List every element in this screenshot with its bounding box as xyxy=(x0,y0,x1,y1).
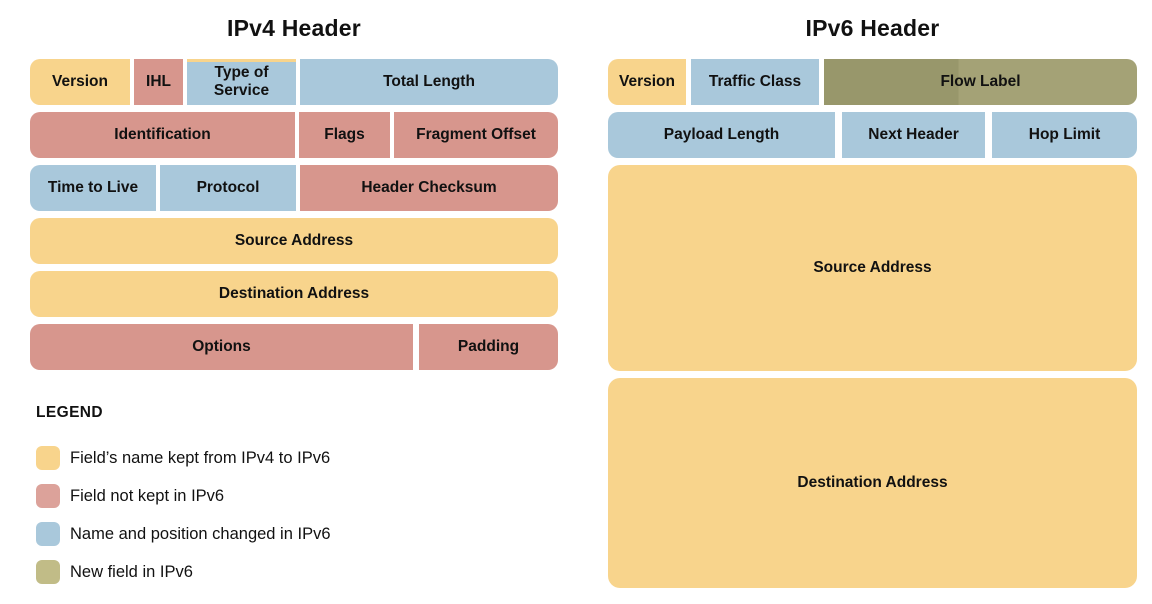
ipv4-field-total-length-label: Total Length xyxy=(383,73,475,91)
legend-label-not-kept: Field not kept in IPv6 xyxy=(70,486,225,505)
ipv6-field-destination-address: Destination Address xyxy=(608,378,1137,588)
ipv4-field-time-to-live: Time to Live xyxy=(30,165,156,211)
ipv4-field-fragment-offset-label: Fragment Offset xyxy=(416,126,536,144)
ipv6-field-destination-address-label: Destination Address xyxy=(797,474,948,492)
ipv6-field-flow-label: Flow Label xyxy=(824,59,1137,105)
legend-label-new-field: New field in IPv6 xyxy=(70,562,193,581)
ipv4-field-options: Options xyxy=(30,324,413,370)
ipv4-field-version: Version xyxy=(30,59,130,105)
legend-title: LEGEND xyxy=(36,404,103,421)
legend-swatch-new-field-icon xyxy=(36,560,60,584)
ipv6-field-flow-label-label: Flow Label xyxy=(940,73,1021,91)
legend-item-new-field: New field in IPv6 xyxy=(36,560,331,584)
legend-swatch-not-kept-icon xyxy=(36,484,60,508)
ipv4-field-ihl-label: IHL xyxy=(146,73,171,91)
legend-label-changed: Name and position changed in IPv6 xyxy=(70,524,331,543)
ipv4-field-flags: Flags xyxy=(299,112,390,158)
ipv4-field-time-to-live-label: Time to Live xyxy=(47,179,139,197)
ipv6-field-hop-limit-label: Hop Limit xyxy=(1028,126,1101,144)
ipv6-field-payload-length-label: Payload Length xyxy=(663,126,780,144)
type-of-service-underlay xyxy=(187,62,296,105)
ipv6-field-next-header-label: Next Header xyxy=(868,126,959,144)
ipv6-row-3: Source Address xyxy=(608,165,1137,371)
ipv6-row-2: Payload Length Next Header Hop Limit xyxy=(608,112,1137,158)
legend-label-kept: Field’s name kept from IPv4 to IPv6 xyxy=(70,448,331,467)
ipv4-field-identification: Identification xyxy=(30,112,295,158)
ipv4-field-protocol: Protocol xyxy=(160,165,296,211)
ipv4-field-header-checksum: Header Checksum xyxy=(300,165,558,211)
ipv6-field-hop-limit: Hop Limit xyxy=(992,112,1137,158)
legend-swatch-changed-icon xyxy=(36,522,60,546)
ipv6-row-1: Version Traffic Class Flow Label xyxy=(608,59,1137,105)
ipv4-row-3: Time to Live Protocol Header Checksum xyxy=(30,165,558,211)
ipv4-field-header-checksum-label: Header Checksum xyxy=(361,179,497,197)
ipv6-field-next-header: Next Header xyxy=(842,112,985,158)
ipv6-field-version-label: Version xyxy=(619,73,675,91)
ipv4-field-source-address: Source Address xyxy=(30,218,558,264)
ipv6-title: IPv6 Header xyxy=(805,15,940,41)
ipv6-field-source-address: Source Address xyxy=(608,165,1137,371)
ipv4-field-fragment-offset: Fragment Offset xyxy=(394,112,558,158)
ipv6-field-payload-length: Payload Length xyxy=(608,112,835,158)
ipv6-field-source-address-label: Source Address xyxy=(813,259,932,277)
ipv4-field-options-label: Options xyxy=(192,338,251,356)
ipv4-field-padding: Padding xyxy=(419,324,558,370)
ipv6-field-traffic-class: Traffic Class xyxy=(691,59,819,105)
legend-item-changed: Name and position changed in IPv6 xyxy=(36,522,331,546)
ipv6-field-traffic-class-label: Traffic Class xyxy=(708,73,802,91)
ipv4-field-protocol-label: Protocol xyxy=(196,179,260,197)
ipv4-field-destination-address-label: Destination Address xyxy=(218,285,370,303)
ipv4-row-5: Destination Address xyxy=(30,271,558,317)
legend-item-kept: Field’s name kept from IPv4 to IPv6 xyxy=(36,446,331,470)
ipv4-row-2: Identification Flags Fragment Offset xyxy=(30,112,558,158)
ipv4-title: IPv4 Header xyxy=(227,15,361,41)
ipv4-field-flags-label: Flags xyxy=(324,126,365,144)
ipv4-field-destination-address: Destination Address xyxy=(30,271,558,317)
ipv4-rows: Version IHL Type of Service Total Length… xyxy=(30,59,558,370)
legend: LEGEND Field’s name kept from IPv4 to IP… xyxy=(36,404,331,598)
ipv4-field-total-length: Total Length xyxy=(300,59,558,105)
ipv4-field-type-of-service-label: Type of Service xyxy=(213,64,270,99)
ipv4-field-padding-label: Padding xyxy=(457,338,520,356)
ipv4-row-6: Options Padding xyxy=(30,324,558,370)
ipv4-field-ihl: IHL xyxy=(134,59,183,105)
ipv4-field-identification-label: Identification xyxy=(114,126,211,144)
ipv4-row-4: Source Address xyxy=(30,218,558,264)
ipv4-field-source-address-label: Source Address xyxy=(234,232,354,250)
ipv6-field-version: Version xyxy=(608,59,686,105)
ipv4-row-1: Version IHL Type of Service Total Length xyxy=(30,59,558,105)
ipv6-rows: Version Traffic Class Flow Label Payload… xyxy=(608,59,1137,588)
legend-swatch-kept-icon xyxy=(36,446,60,470)
ipv4-field-type-of-service: Type of Service xyxy=(187,59,296,105)
ipv4-field-version-label: Version xyxy=(52,73,108,91)
legend-item-not-kept: Field not kept in IPv6 xyxy=(36,484,331,508)
ipv6-row-4: Destination Address xyxy=(608,378,1137,588)
